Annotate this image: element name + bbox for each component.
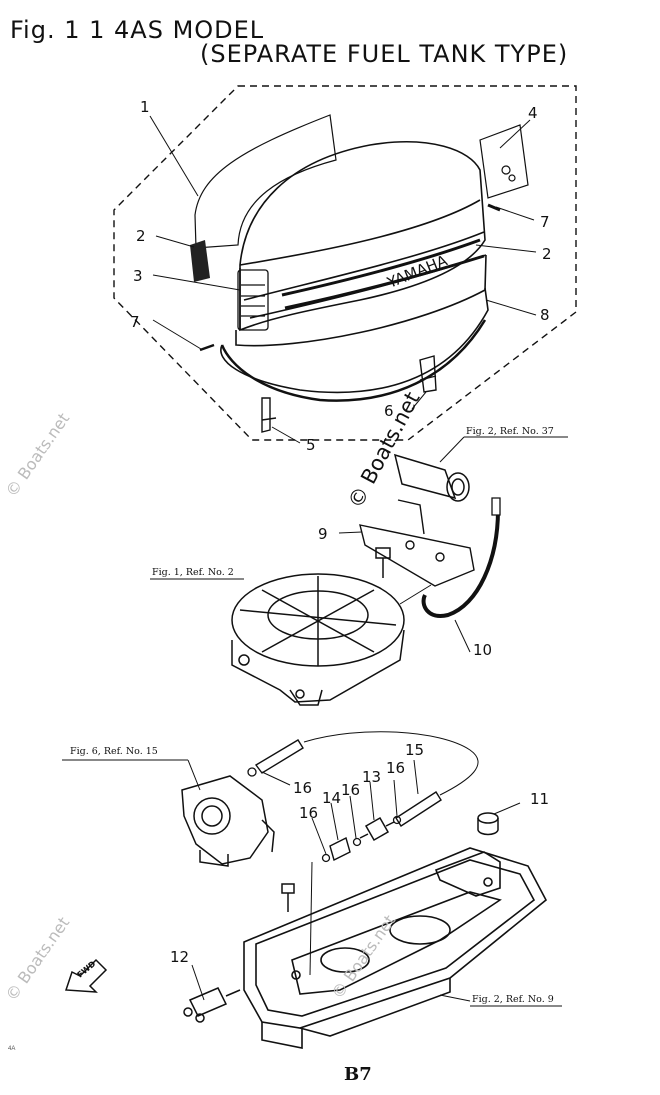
callout-6: 6 [384,402,394,420]
callout-15: 15 [405,741,424,759]
ref-fig6-15: Fig. 6, Ref. No. 15 [70,746,158,757]
callout-2-right: 2 [542,245,552,263]
fuel-connector-12 [183,987,241,1023]
callout-16-a: 16 [293,779,312,797]
cap-part-11 [477,812,499,836]
callout-16-c: 16 [341,781,360,799]
bracket-plate [359,499,475,587]
callout-14: 14 [322,789,341,807]
fuel-hoses [254,731,479,862]
cowling-group-boundary [113,85,577,441]
wire-connector [491,497,501,516]
carb-ref-leader [187,759,201,791]
callout-8: 8 [540,306,550,324]
corner-mark: 4A [8,1046,16,1052]
cowling-leader-lines [149,115,537,444]
carburetor [181,775,275,867]
screw-top [487,203,501,212]
page-number: B7 [344,1064,372,1085]
middle-leader-lines [338,436,568,653]
fuel-leader-lines [261,759,419,855]
callout-5: 5 [306,436,316,454]
wire-lead [421,509,500,618]
watermark-left-upper: © Boats.net [2,409,74,500]
callout-7-left: 7 [130,313,140,331]
cowling-side-panel [194,114,337,249]
callout-10: 10 [473,641,492,659]
side-emblem-plate [237,269,269,331]
callout-16-b: 16 [299,804,318,822]
ref-fig2-37: Fig. 2, Ref. No. 37 [466,426,554,437]
screw-left [199,343,215,352]
bottom-leader-lines [191,802,562,1007]
flywheel-cover [231,573,405,706]
fuel-filter [359,816,395,842]
top-cowling [220,141,489,402]
callout-2-left: 2 [136,227,146,245]
fwd-arrow: FWD [64,958,108,993]
figure-subtitle: (SEPARATE FUEL TANK TYPE) [200,40,569,68]
ref-fig2-9: Fig. 2, Ref. No. 9 [472,994,554,1005]
callout-3: 3 [133,267,143,285]
callout-11: 11 [530,790,549,808]
callout-9: 9 [318,525,328,543]
bottom-cowling [243,847,548,1049]
bolt-bottom [281,883,295,912]
ref-fig1-2: Fig. 1, Ref. No. 2 [152,567,234,578]
decal-sheet [479,124,529,199]
bracket-5 [261,397,277,433]
callout-1: 1 [140,98,150,116]
callout-7-right: 7 [540,213,550,231]
callout-12: 12 [170,948,189,966]
hose-clips [247,767,402,863]
figure-title: Fig. 1 1 4AS MODEL [10,16,265,44]
callout-16-d: 16 [386,759,405,777]
bracket-6 [419,355,437,393]
watermark-left-lower: © Boats.net [2,913,74,1004]
callout-4: 4 [528,104,538,122]
callout-13: 13 [362,768,381,786]
cowling-trim-left [190,240,210,282]
cylinder-part [393,453,470,502]
bolt [375,547,391,578]
